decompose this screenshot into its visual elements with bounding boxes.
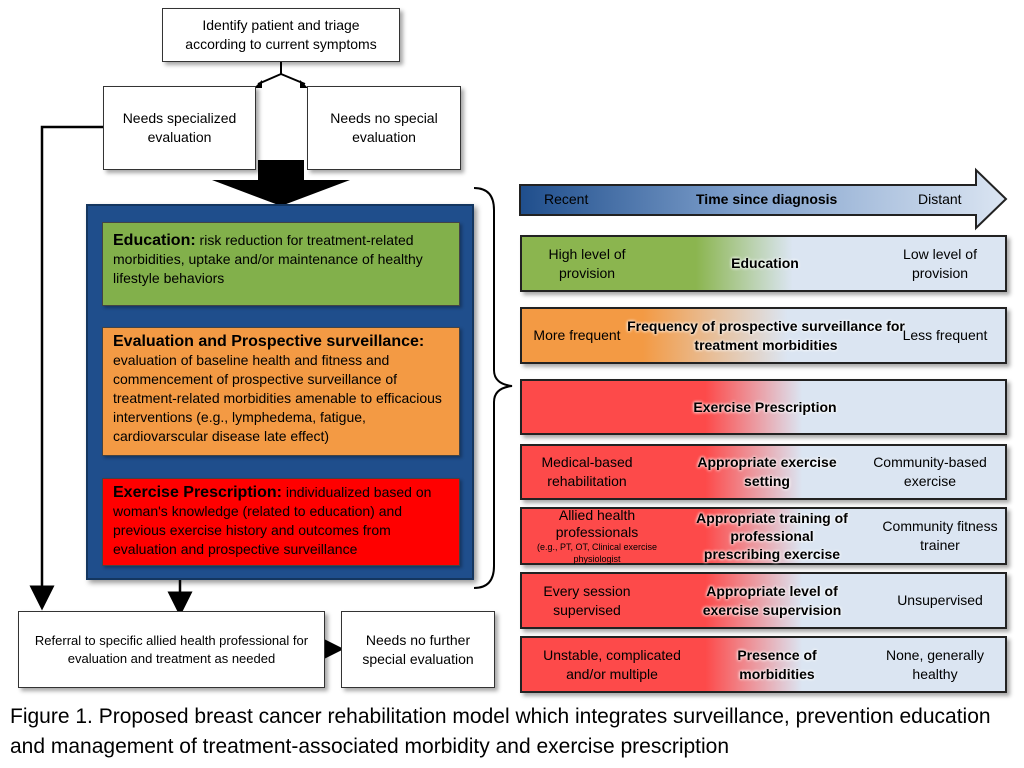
evaluation-text: evaluation of baseline health and fitnes…: [113, 352, 442, 444]
exercise-text: individualized based on woman's knowledg…: [113, 484, 432, 557]
bar-morbidities-right: None, generally healthy: [885, 646, 985, 682]
timeline: Recent Time since diagnosis Distant: [520, 185, 976, 215]
brace: [473, 187, 513, 589]
timeline-arrow: [519, 167, 1008, 231]
bar-training: Allied health professionals (e.g., PT, O…: [520, 507, 1007, 565]
triage-text: Identify patient and triage according to…: [185, 17, 377, 52]
bar-setting: Medical-based rehabilitation Appropriate…: [520, 444, 1007, 500]
bar-education-center: Education: [731, 255, 799, 271]
no-further-text: Needs no further special evaluation: [362, 631, 474, 667]
timeline-center: Time since diagnosis: [696, 191, 838, 207]
bar-surveillance-left: More frequent: [533, 327, 621, 343]
education-title: Education:: [113, 232, 196, 249]
bar-surveillance-right: Less frequent: [902, 327, 988, 343]
bar-supervision-center: Appropriate level of exercise supervisio…: [702, 582, 842, 618]
figure-caption: Figure 1. Proposed breast cancer rehabil…: [10, 705, 991, 758]
big-arrow-head: [212, 180, 350, 206]
bar-education: High level of provision Education Low le…: [520, 235, 1007, 292]
exercise-box: Exercise Prescription: individualized ba…: [102, 478, 460, 566]
evaluation-box: Evaluation and Prospective surveillance:…: [102, 327, 460, 456]
bar-setting-right: Community-based exercise: [873, 454, 987, 489]
no-further-box: Needs no further special evaluation: [341, 611, 495, 688]
exercise-title: Exercise Prescription:: [113, 484, 282, 501]
timeline-right: Distant: [918, 191, 962, 207]
referral-text: Referral to specific allied health profe…: [34, 632, 309, 666]
specialized-line: [29, 125, 103, 611]
evaluation-title: Evaluation and Prospective surveillance:: [113, 333, 425, 350]
bar-training-left-small: (e.g., PT, OT, Clinical exercise physiol…: [522, 541, 672, 565]
bar-training-left-main-1: Allied health professionals: [555, 507, 639, 540]
needs-special-box: Needs specialized evaluation: [103, 86, 256, 170]
bar-morbidities-center: Presence of morbidities: [737, 646, 817, 682]
needs-special-text: Needs specialized evaluation: [122, 110, 237, 145]
bar-supervision-left: Every session supervised: [543, 582, 631, 618]
bar-surveillance-center: Frequency of prospective surveillance fo…: [627, 317, 905, 353]
bar-morbidities-left: Unstable, complicated and/or multiple: [543, 646, 681, 682]
bar-training-left-small-2: Clinical exercise physiologist: [573, 542, 658, 564]
bar-exercise: Exercise Prescription: [520, 379, 1007, 435]
bar-setting-left: Medical-based rehabilitation: [541, 454, 633, 489]
timeline-left: Recent: [544, 191, 589, 207]
bar-training-left-small-1: (e.g., PT, OT,: [536, 542, 590, 552]
bar-supervision: Every session supervised Appropriate lev…: [520, 572, 1007, 629]
bar-training-left: Allied health professionals (e.g., PT, O…: [522, 507, 672, 565]
triage-box: Identify patient and triage according to…: [162, 8, 400, 62]
needs-no-special-box: Needs no special evaluation: [307, 86, 461, 170]
bar-surveillance: More frequent Frequency of prospective s…: [520, 307, 1007, 364]
fork-arrow: [257, 62, 306, 85]
bar-setting-center: Appropriate exercise setting: [697, 454, 837, 489]
bar-supervision-right: Unsupervised: [897, 592, 983, 608]
bar-education-right: Low level of provision: [903, 245, 977, 281]
bar-education-left: High level of provision: [548, 245, 626, 281]
education-text: risk reduction for treatment-related mor…: [113, 232, 423, 286]
bar-training-center: Appropriate training of professional pre…: [696, 510, 848, 562]
bar-exercise-center: Exercise Prescription: [693, 398, 837, 415]
referral-box: Referral to specific allied health profe…: [18, 611, 325, 688]
bar-morbidities: Unstable, complicated and/or multiple Pr…: [520, 636, 1007, 693]
needs-no-special-text: Needs no special evaluation: [330, 110, 438, 145]
education-box: Education: risk reduction for treatment-…: [102, 222, 460, 306]
bar-training-right: Community fitness trainer: [882, 518, 998, 553]
